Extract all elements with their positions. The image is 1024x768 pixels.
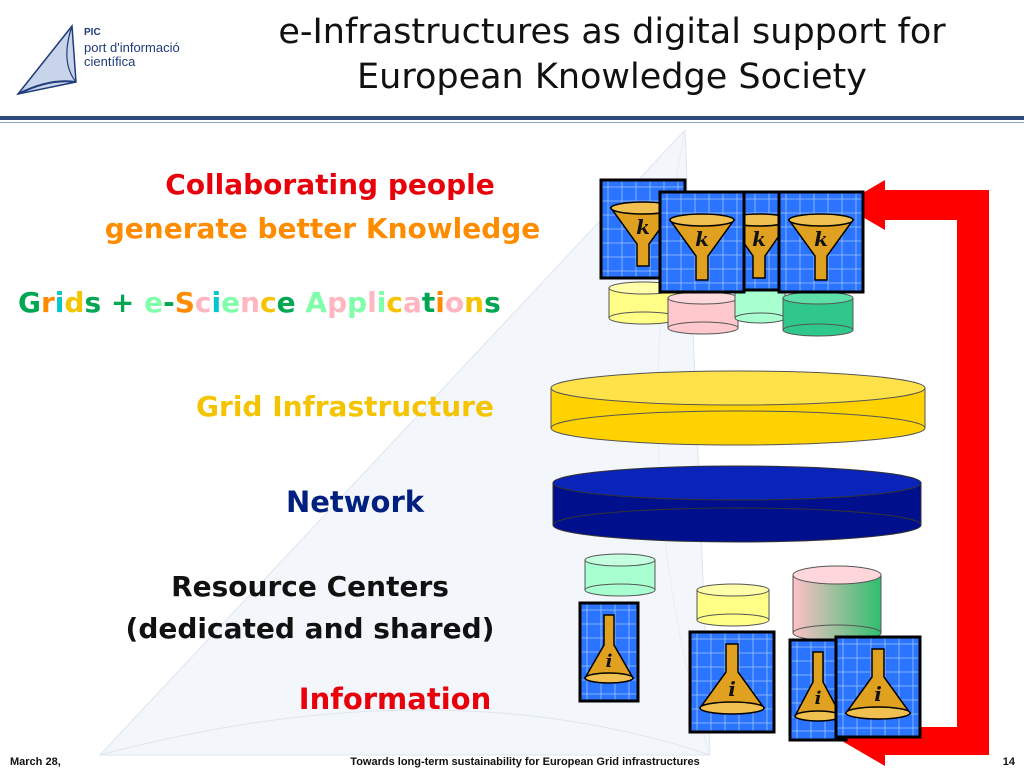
- i-label: i: [728, 677, 736, 701]
- i-label: i: [606, 651, 613, 672]
- resource-centers-sublabel: (dedicated and shared): [125, 612, 495, 645]
- header-divider-thin: [0, 122, 1024, 123]
- app-cylinder-green: [782, 291, 854, 337]
- grids-escience-applications-label: Grids + e-Science Applications: [18, 286, 501, 319]
- k-label: k: [695, 227, 709, 251]
- grids-label-segment: r: [40, 286, 55, 319]
- grids-label-segment: G: [18, 286, 41, 319]
- grids-label-segment: p: [347, 286, 368, 319]
- information-funnel-icon: i: [834, 635, 922, 739]
- slide-title-line2: European Knowledge Society: [357, 57, 867, 97]
- network-label: Network: [285, 485, 425, 519]
- grids-label-segment: -: [163, 286, 175, 319]
- grids-label-segment: t: [421, 286, 436, 319]
- resource-cylinder-mint: [584, 553, 656, 597]
- resource-cylinder-gradient: [792, 565, 882, 642]
- grid-infrastructure-disc: [550, 370, 926, 446]
- grids-label-segment: n: [240, 286, 261, 319]
- grids-label-segment: i: [211, 286, 222, 319]
- grid-infrastructure-label: Grid Infrastructure: [196, 390, 494, 423]
- pic-logo: [16, 24, 77, 96]
- k-label: k: [636, 215, 650, 239]
- header-divider: [0, 116, 1024, 120]
- grids-label-segment: c: [386, 286, 403, 319]
- grids-label-segment: a: [402, 286, 422, 319]
- grids-label-segment: o: [444, 286, 465, 319]
- logo-subtitle-line2: científica: [84, 54, 136, 69]
- grids-label-segment: e: [221, 286, 241, 319]
- resource-cylinder-yellow: [696, 583, 770, 627]
- information-funnel-icons: i i i i: [578, 601, 922, 742]
- grids-label-segment: A: [305, 286, 328, 319]
- slide-title-line1: e-Infrastructures as digital support for: [278, 12, 946, 52]
- grids-label-segment: i: [435, 286, 445, 319]
- grids-label-segment: S: [174, 286, 195, 319]
- i-label: i: [874, 682, 882, 706]
- network-disc: [552, 465, 922, 543]
- grids-label-segment: s +: [84, 286, 145, 319]
- grids-label-segment: e: [144, 286, 164, 319]
- grids-label-segment: c: [194, 286, 212, 319]
- resource-centers-label: Resource Centers: [171, 570, 449, 603]
- footer-date: March 28,: [10, 756, 61, 768]
- slide-title: e-Infrastructures as digital support for…: [200, 10, 1024, 100]
- grids-label-segment: l: [367, 286, 377, 319]
- logo-name: PIC: [84, 27, 101, 38]
- resource-cylinders: [584, 553, 882, 642]
- knowledge-funnel-icon: k: [777, 190, 865, 294]
- grids-label-segment: c: [260, 286, 277, 319]
- information-label: Information: [298, 682, 492, 716]
- footer-title: Towards long-term sustainability for Eur…: [350, 756, 700, 768]
- grids-label-segment: s: [484, 286, 501, 319]
- collaborating-people-label: Collaborating people: [165, 168, 495, 201]
- grids-label-segment: p: [327, 286, 348, 319]
- grids-label-segment: i: [54, 286, 65, 319]
- knowledge-funnel-icon: k: [658, 190, 746, 294]
- grids-label-segment: d: [64, 286, 85, 319]
- logo-subtitle-line1: port d'informació: [84, 40, 180, 55]
- page-number: 14: [1002, 756, 1015, 768]
- grids-label-segment: n: [464, 286, 485, 319]
- information-funnel-icon: i: [688, 630, 776, 734]
- grids-label-segment: i: [376, 286, 387, 319]
- grids-label-segment: e: [276, 286, 306, 319]
- i-label: i: [815, 688, 822, 709]
- knowledge-funnel-icons: k k k k: [599, 178, 865, 294]
- better-knowledge-label: generate better Knowledge: [104, 212, 541, 245]
- k-label: k: [814, 227, 828, 251]
- app-cylinder-mint: [734, 289, 786, 324]
- information-funnel-icon: i: [578, 601, 640, 703]
- app-cylinder-pink: [667, 291, 739, 335]
- k-label: k: [752, 227, 766, 251]
